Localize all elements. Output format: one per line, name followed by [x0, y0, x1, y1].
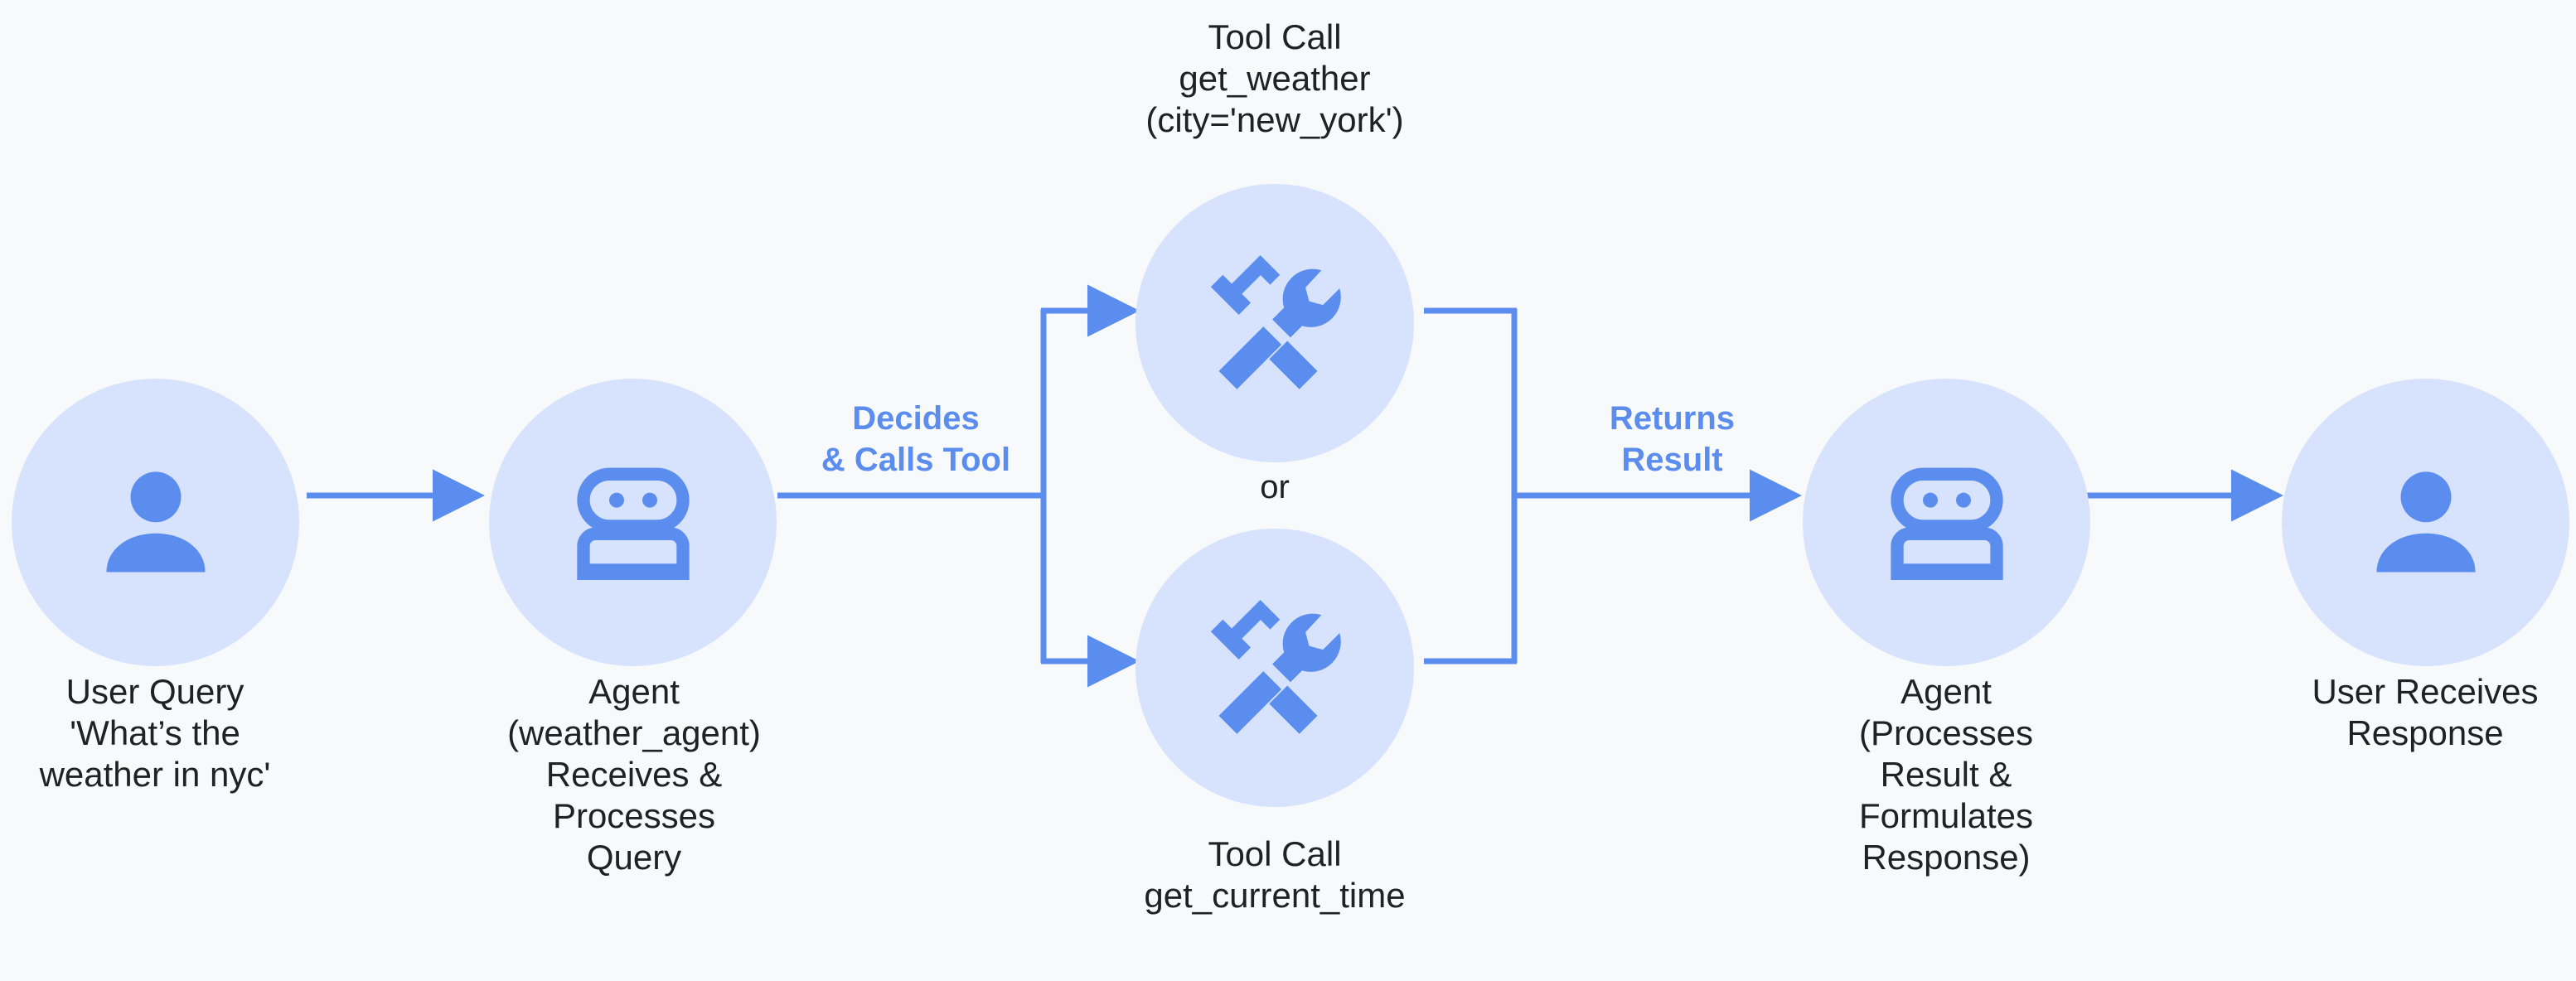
robot-icon	[576, 467, 690, 580]
tools-icon	[1210, 600, 1341, 734]
tool-current-time-label-line1: Tool Call	[1208, 834, 1342, 873]
edge-label-decides-calls-tool: Decides & Calls Tool	[821, 400, 1011, 478]
tool-weather-label-line1: Tool Call	[1208, 17, 1342, 56]
node-tool-current-time[interactable]	[1135, 529, 1414, 807]
tools-icon	[1210, 255, 1341, 389]
caption-agent-processes: Agent (Processes Result & Formulates Res…	[1858, 672, 2034, 877]
node-user-query[interactable]	[12, 379, 299, 666]
or-label: or	[1260, 469, 1290, 505]
tool-weather-args: (city='new_york')	[1145, 100, 1404, 139]
person-icon	[106, 471, 205, 572]
tool-current-time-function-name: get_current_time	[1144, 876, 1406, 915]
person-icon	[2376, 471, 2475, 572]
robot-icon	[1890, 467, 2003, 580]
node-agent-receives[interactable]	[489, 379, 777, 666]
node-agent-processes[interactable]	[1803, 379, 2090, 666]
caption-user-query: User Query 'What’s the weather in nyc'	[39, 672, 271, 794]
node-tool-weather[interactable]	[1135, 184, 1414, 462]
node-user-receives[interactable]	[2282, 379, 2569, 666]
edge-label-returns-result: Returns Result	[1609, 400, 1736, 478]
caption-user-receives: User Receives Response	[2312, 672, 2539, 752]
caption-agent-receives: Agent (weather_agent) Receives & Process…	[507, 672, 761, 877]
tool-weather-function-name: get_weather	[1179, 59, 1371, 98]
